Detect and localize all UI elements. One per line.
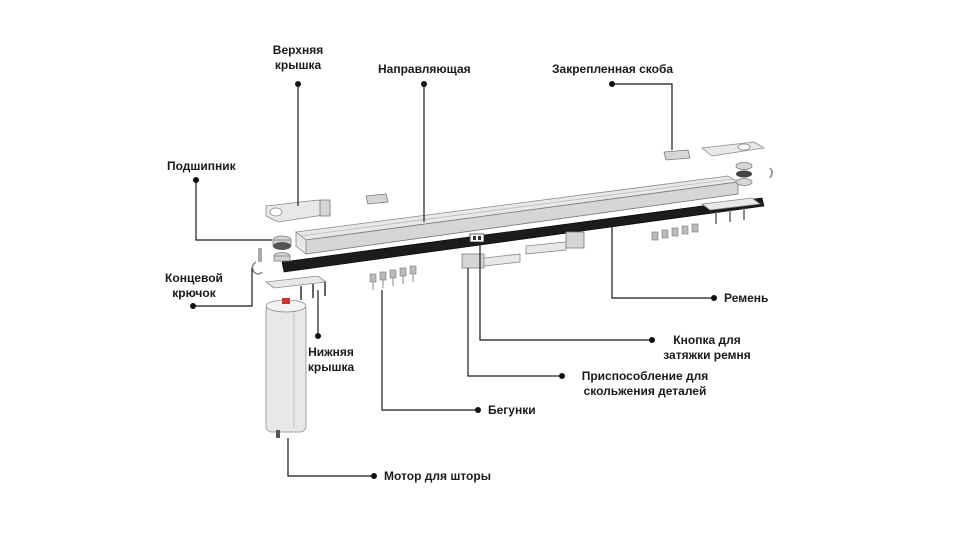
clip	[365, 193, 389, 205]
label-bottom-cover: Нижняя крышка	[301, 345, 361, 375]
label-end-hook-line1: Концевой	[165, 271, 223, 285]
label-bottom-cover-line1: Нижняя	[308, 345, 354, 359]
label-belt: Ремень	[724, 291, 769, 305]
label-bottom-cover-line2: крышка	[307, 360, 355, 374]
right-end-parts	[700, 162, 773, 224]
rail	[295, 175, 740, 255]
label-top-cover-line2: крышка	[274, 58, 322, 72]
label-bearing: Подшипник	[167, 159, 236, 173]
label-belt-tension-button-line2: затяжки ремня	[663, 348, 751, 362]
sliding-device	[461, 231, 585, 269]
label-fixed-bracket: Закрепленная скоба	[552, 62, 674, 76]
runners-right	[651, 223, 699, 241]
label-rail: Направляющая	[378, 62, 471, 76]
label-runners: Бегунки	[488, 403, 536, 417]
bottom-cover	[264, 275, 328, 300]
label-belt-tension-button: Кнопка для затяжки ремня	[656, 333, 758, 363]
label-sliding-device: Приспособление для скольжения деталей	[566, 369, 724, 399]
belt-tension-button	[469, 233, 485, 243]
belt	[281, 197, 765, 273]
label-belt-tension-button-line1: Кнопка для	[673, 333, 741, 347]
label-sliding-device-line1: Приспособление для	[581, 369, 709, 383]
leader-lines	[190, 81, 717, 479]
bearing	[272, 235, 292, 262]
label-sliding-device-line2: скольжения деталей	[583, 384, 707, 398]
label-top-cover: Верхняя крышка	[262, 43, 334, 73]
runners	[369, 265, 417, 290]
top-cover	[265, 199, 331, 223]
label-end-hook: Концевой крючок	[158, 271, 230, 301]
label-top-cover-line1: Верхняя	[272, 43, 324, 57]
curtain-motor	[265, 298, 307, 438]
end-hook	[251, 248, 263, 275]
label-curtain-motor: Мотор для шторы	[384, 469, 491, 483]
fixed-bracket	[663, 141, 766, 161]
label-end-hook-line2: крючок	[172, 286, 216, 300]
